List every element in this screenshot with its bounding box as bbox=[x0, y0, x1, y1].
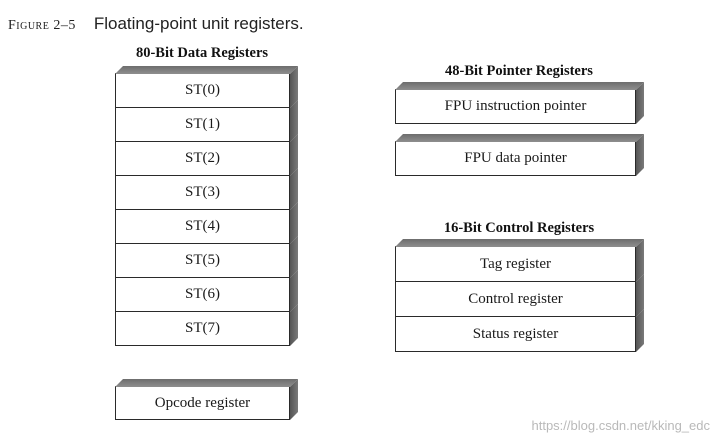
control-registers-heading: 16-Bit Control Registers bbox=[443, 220, 595, 236]
data-register-box: ST(6) bbox=[115, 277, 290, 312]
fpu-data-pointer-box: FPU data pointer bbox=[395, 141, 636, 176]
control-register-label: Tag register bbox=[479, 255, 551, 272]
control-register-box: Tag register bbox=[395, 246, 636, 282]
data-register-label: ST(6) bbox=[185, 286, 220, 302]
figure-title: Floating-point unit registers. bbox=[93, 14, 304, 33]
data-register-label: ST(7) bbox=[185, 320, 220, 336]
figure-label: Figure 2–5 bbox=[8, 18, 76, 33]
watermark: https://blog.csdn.net/kking_edc bbox=[531, 418, 710, 433]
data-register-label: ST(2) bbox=[185, 150, 220, 166]
control-register-box: Control register bbox=[395, 281, 636, 317]
opcode-register-label: Opcode register bbox=[154, 394, 251, 411]
figure-caption: Figure 2–5 Floating-point unit registers… bbox=[8, 14, 304, 34]
fpu-data-pointer-label: FPU data pointer bbox=[464, 150, 567, 166]
data-register-box: ST(4) bbox=[115, 209, 290, 244]
data-register-label: ST(3) bbox=[185, 184, 220, 200]
data-registers-heading: 80-Bit Data Registers bbox=[135, 45, 269, 61]
control-register-label: Control register bbox=[468, 290, 563, 307]
control-register-label: Status register bbox=[472, 325, 559, 342]
fpu-instruction-pointer-box: FPU instruction pointer bbox=[395, 89, 636, 124]
data-register-box: ST(3) bbox=[115, 175, 290, 210]
data-register-box: ST(5) bbox=[115, 243, 290, 278]
data-register-box: ST(1) bbox=[115, 107, 290, 142]
fpu-instruction-pointer-label: FPU instruction pointer bbox=[444, 98, 587, 114]
data-register-label: ST(1) bbox=[185, 116, 220, 132]
pointer-registers-heading: 48-Bit Pointer Registers bbox=[445, 63, 593, 79]
data-register-label: ST(4) bbox=[185, 218, 220, 234]
control-register-box: Status register bbox=[395, 316, 636, 352]
data-register-box: ST(2) bbox=[115, 141, 290, 176]
data-register-box: ST(0) bbox=[115, 73, 290, 108]
opcode-register-box: Opcode register bbox=[115, 386, 290, 420]
data-register-box: ST(7) bbox=[115, 311, 290, 346]
data-register-label: ST(0) bbox=[185, 82, 220, 98]
data-register-label: ST(5) bbox=[185, 252, 220, 268]
